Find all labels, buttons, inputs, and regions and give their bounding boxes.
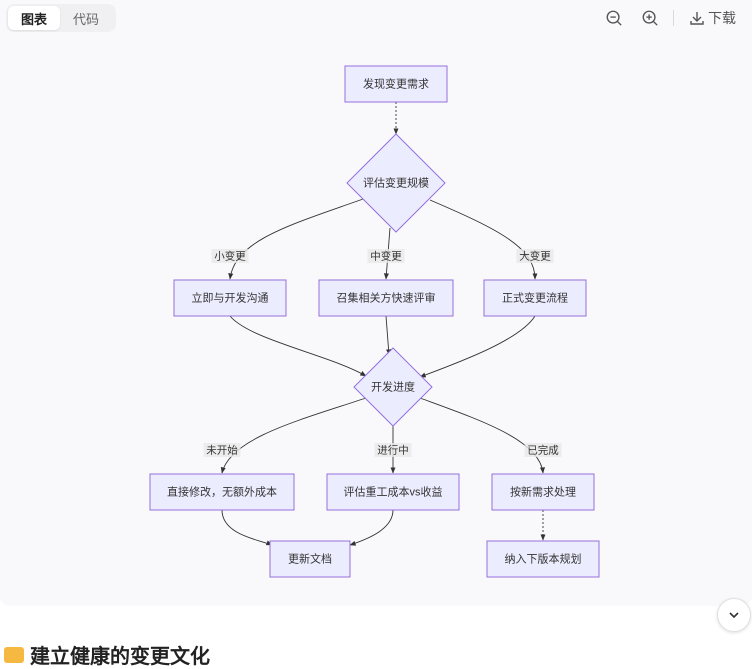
node-updatedoc: 更新文档 <box>269 540 351 578</box>
edge-small-to-progress <box>229 315 367 377</box>
svg-text:未开始: 未开始 <box>206 443 238 456</box>
node-label: 召集相关方快速评审 <box>337 290 436 304</box>
node-label: 评估重工成本vs收益 <box>344 484 443 498</box>
tab-code[interactable]: 代码 <box>72 11 99 27</box>
edge-label-progress-to-direct: 未开始 <box>203 443 241 457</box>
svg-text:已完成: 已完成 <box>527 443 559 456</box>
svg-text:进行中: 进行中 <box>377 443 409 456</box>
tab-chart[interactable]: 图表 <box>8 6 60 30</box>
node-progress: 开发进度 <box>353 347 433 427</box>
download-label: 下载 <box>708 10 736 26</box>
node-large: 正式变更流程 <box>483 279 587 317</box>
node-newreq: 按新需求处理 <box>491 473 595 511</box>
edge-label-progress-to-newreq: 已完成 <box>524 443 562 457</box>
node-label: 发现变更需求 <box>363 76 429 90</box>
node-label: 更新文档 <box>288 551 332 565</box>
node-label: 开发进度 <box>371 379 415 393</box>
node-nextver: 纳入下版本规划 <box>486 540 600 578</box>
edge-label-progress-to-rework: 进行中 <box>374 443 412 457</box>
edge-large-to-progress <box>419 315 536 378</box>
node-label: 按新需求处理 <box>510 484 576 498</box>
node-label: 评估变更规模 <box>363 175 429 189</box>
node-discover: 发现变更需求 <box>344 65 448 103</box>
zoom-in-icon[interactable] <box>640 8 660 28</box>
node-rework: 评估重工成本vs收益 <box>326 473 460 511</box>
edge-assess-to-large <box>429 199 538 280</box>
node-label: 直接修改，无额外成本 <box>167 484 277 498</box>
download-icon <box>690 12 704 25</box>
folder-icon <box>4 646 24 663</box>
edge-progress-to-direct <box>220 397 367 474</box>
edge-assess-to-small <box>228 198 364 280</box>
edge-label-assess-to-large: 大变更 <box>516 249 554 263</box>
edge-label-assess-to-small: 小变更 <box>211 249 249 263</box>
zoom-out-icon[interactable] <box>604 8 624 28</box>
svg-text:小变更: 小变更 <box>214 249 246 262</box>
edge-direct-to-updatedoc <box>221 509 273 546</box>
toolbar-divider <box>673 10 674 26</box>
node-direct: 直接修改，无额外成本 <box>149 473 295 511</box>
node-small: 立即与开发沟通 <box>173 279 287 317</box>
svg-text:中变更: 中变更 <box>370 249 402 262</box>
section-heading-text: 建立健康的变更文化 <box>30 646 210 668</box>
view-tabs: 图表 代码 <box>6 4 116 32</box>
edge-rework-to-updatedoc <box>349 509 394 546</box>
node-label: 纳入下版本规划 <box>505 551 582 565</box>
node-label: 正式变更流程 <box>502 290 568 304</box>
edge-medium-to-progress <box>385 315 392 356</box>
chevron-down-icon <box>729 612 739 619</box>
download-button[interactable]: 下载 <box>689 8 736 28</box>
node-medium: 召集相关方快速评审 <box>318 279 454 317</box>
edge-label-assess-to-medium: 中变更 <box>367 249 405 263</box>
node-label: 立即与开发沟通 <box>192 290 269 304</box>
edge-progress-to-newreq <box>419 397 545 474</box>
svg-text:大变更: 大变更 <box>519 249 551 262</box>
node-assess: 评估变更规模 <box>346 133 446 233</box>
scroll-down-button[interactable] <box>717 598 751 632</box>
section-heading: 建立健康的变更文化 <box>4 640 210 669</box>
